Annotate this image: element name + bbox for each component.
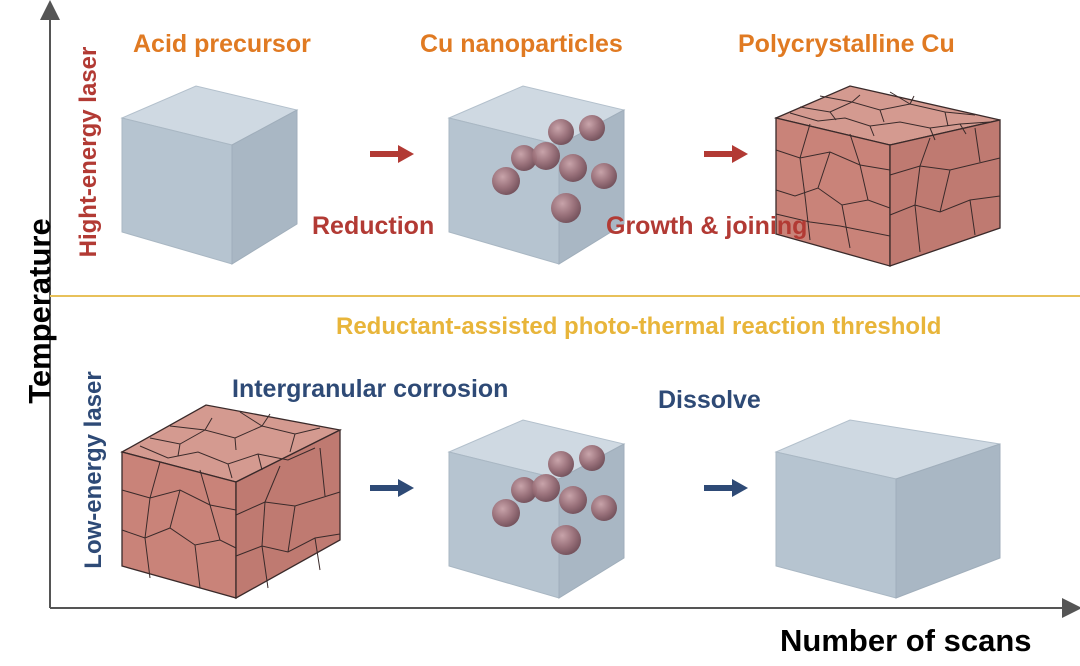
arrow-dissolve bbox=[704, 479, 748, 497]
acid-precursor-cube bbox=[120, 85, 299, 265]
dissolve-label: Dissolve bbox=[658, 386, 761, 414]
cu-nanoparticles-cube bbox=[447, 85, 626, 265]
polycrystalline-cu-cube bbox=[773, 85, 1001, 267]
high-energy-laser-label: Hight-energy laser bbox=[75, 46, 102, 258]
acid-precursor-label: Acid precursor bbox=[133, 30, 311, 58]
arrow-reduction bbox=[370, 145, 414, 163]
cu-nanoparticles-label: Cu nanoparticles bbox=[420, 30, 623, 58]
polycrystalline-cu-label: Polycrystalline Cu bbox=[738, 30, 955, 58]
y-axis-label: Temperature bbox=[22, 218, 57, 404]
polycrystalline-cu-cube-bottom bbox=[120, 404, 343, 600]
x-axis-label: Number of scans bbox=[780, 623, 1032, 658]
growth-joining-label: Growth & joining bbox=[606, 212, 808, 240]
threshold-label: Reductant-assisted photo-thermal reactio… bbox=[336, 313, 942, 340]
dissolved-solution-cube bbox=[774, 419, 1001, 599]
dissolving-nanoparticles-cube bbox=[447, 419, 626, 599]
low-energy-laser-label: Low-energy laser bbox=[80, 371, 107, 569]
intergranular-corrosion-label: Intergranular corrosion bbox=[232, 375, 509, 403]
reduction-label: Reduction bbox=[312, 212, 435, 240]
arrow-growth bbox=[704, 145, 748, 163]
arrow-corrosion bbox=[370, 479, 414, 497]
